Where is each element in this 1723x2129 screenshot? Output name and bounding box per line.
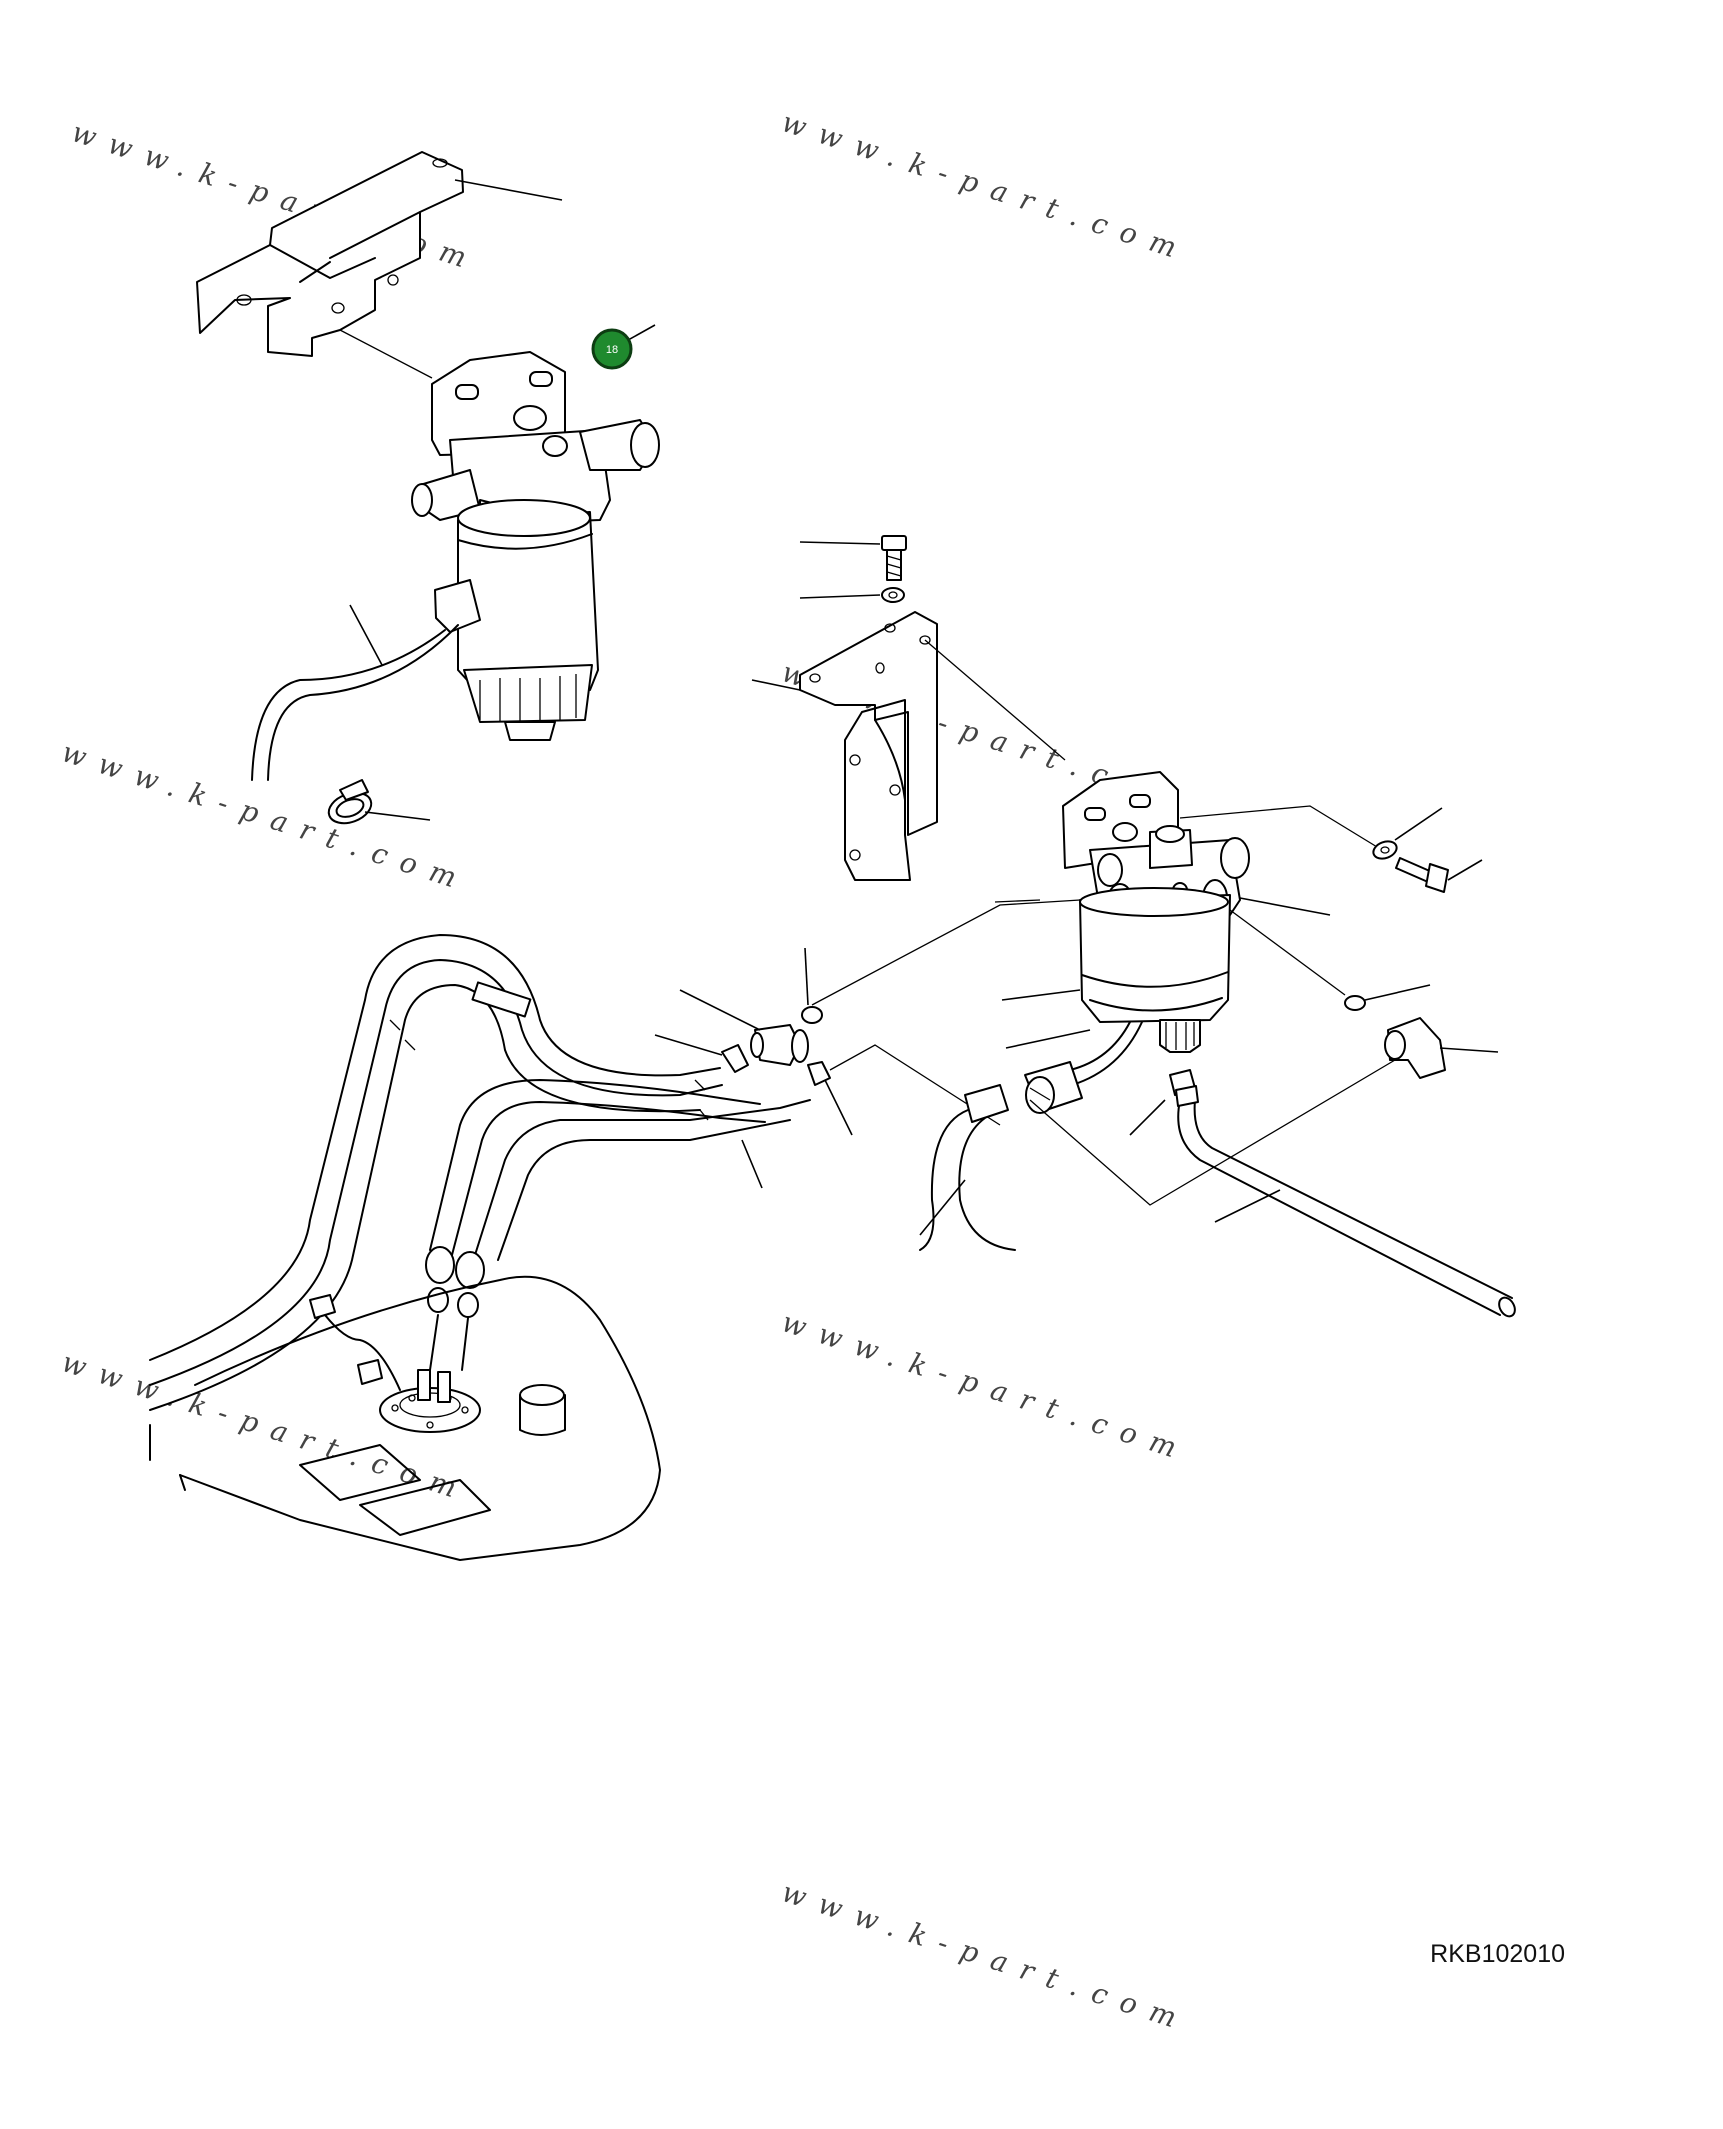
right-fuel-filter bbox=[994, 771, 1383, 1136]
o-rings bbox=[801, 947, 1431, 1024]
middle-bracket bbox=[751, 535, 1066, 881]
upper-fuel-filter bbox=[251, 329, 660, 781]
callout-18-badge[interactable] bbox=[591, 328, 633, 370]
right-bolt-washer bbox=[1372, 807, 1483, 893]
left-connectors bbox=[654, 899, 1081, 1136]
callout-18-label: 18 bbox=[606, 344, 618, 356]
drawing-code: RKB102010 bbox=[1430, 1940, 1565, 1968]
watermark-5: www.k-part.com bbox=[778, 1305, 1194, 1468]
watermark-7: www.k-part.com bbox=[778, 1875, 1194, 2038]
watermarks: www.k-part.com www.k-part.com www.k-part… bbox=[58, 105, 1194, 2038]
upper-mounting-bracket bbox=[196, 151, 563, 357]
right-connector-cable bbox=[919, 1084, 1016, 1251]
callout-18[interactable]: 18 bbox=[591, 324, 656, 370]
fuel-tank bbox=[149, 1275, 661, 1561]
right-elbow-fitting bbox=[1029, 1017, 1499, 1206]
watermark-3: www.k-part.com bbox=[58, 735, 474, 898]
fuel-hoses bbox=[149, 934, 811, 1411]
watermark-2: www.k-part.com bbox=[778, 105, 1194, 268]
hose-clamp bbox=[327, 779, 431, 825]
drain-tube bbox=[1175, 1085, 1516, 1318]
